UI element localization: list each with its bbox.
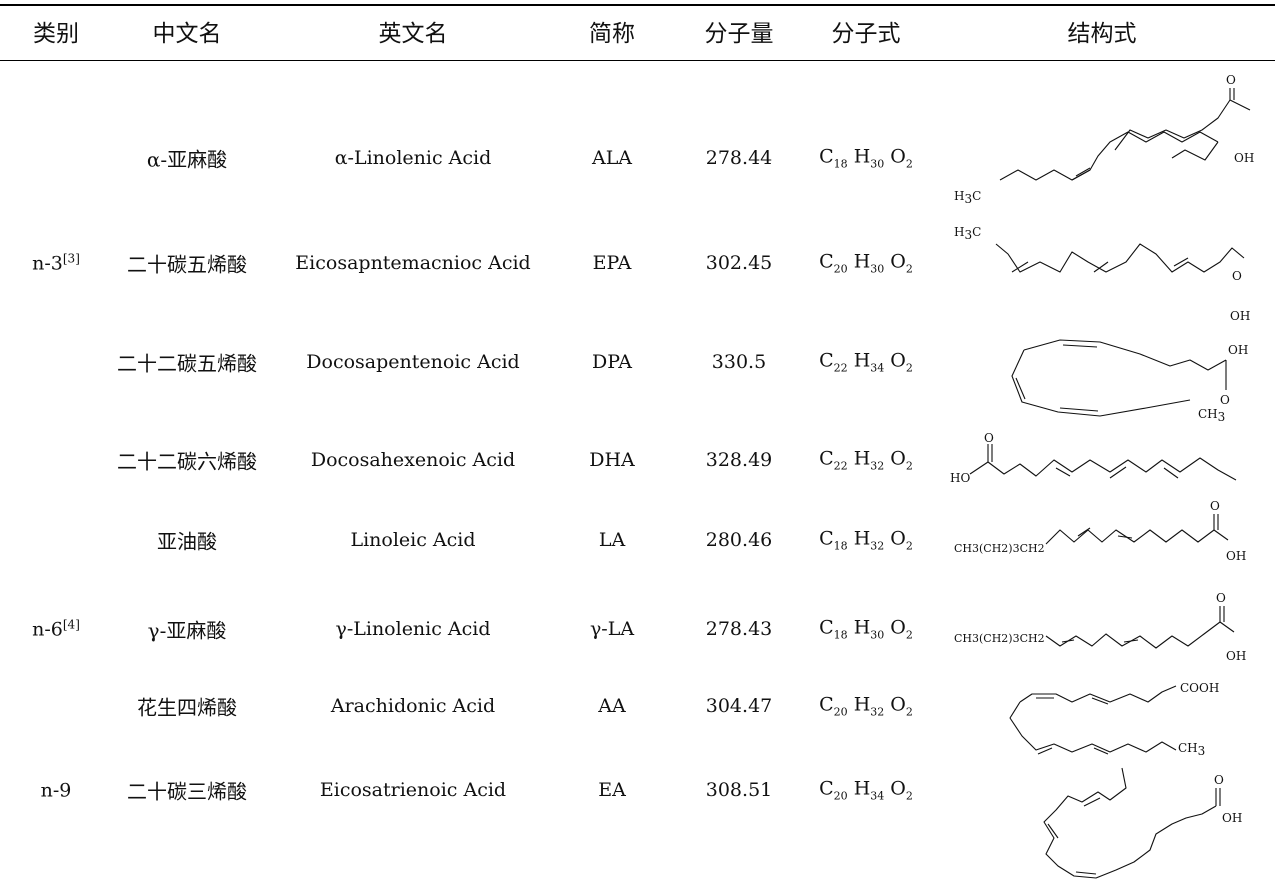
row-formula: C18 H32 O2	[819, 527, 913, 553]
row-formula: C18 H30 O2	[819, 616, 913, 642]
row-formula: C20 H34 O2	[819, 777, 913, 803]
struct-gla-chain: CH3(CH2)3CH2	[954, 632, 1045, 645]
structure-ea: O OH	[1043, 767, 1242, 879]
row-formula: C22 H32 O2	[819, 447, 913, 473]
row-abbr: EA	[598, 779, 626, 801]
structure-dpa: CH3 OH O	[1011, 339, 1248, 424]
row-en-name: γ-Linolenic Acid	[335, 618, 491, 640]
row-abbr: AA	[598, 695, 626, 717]
row-en-name: Docosapentenoic Acid	[306, 351, 520, 373]
struct-epa-o: O	[1232, 269, 1242, 283]
struct-gla-oh: OH	[1226, 649, 1246, 663]
struct-la-oh: OH	[1226, 549, 1246, 563]
struct-ea-o: O	[1214, 773, 1224, 787]
struct-ala-ch3: H3C	[954, 189, 981, 206]
row-mw: 330.5	[711, 351, 767, 373]
row-abbr: DPA	[592, 351, 632, 373]
header-formula: 分子式	[831, 21, 901, 47]
struct-aa-cooh: COOH	[1180, 681, 1219, 695]
row-abbr: γ-LA	[589, 618, 635, 640]
struct-la-o: O	[1210, 499, 1220, 513]
header-en-name: 英文名	[378, 21, 448, 47]
row-mw: 280.46	[705, 529, 773, 551]
group-label-n6: n-6[4]	[32, 617, 80, 641]
struct-ala-oh: OH	[1234, 151, 1254, 165]
structure-dha: O HO	[950, 431, 1237, 485]
struct-ala-o: O	[1226, 73, 1236, 87]
row-mw: 308.51	[705, 779, 773, 801]
row-abbr: EPA	[592, 252, 632, 274]
row-mw: 278.44	[705, 147, 773, 169]
header-mw: 分子量	[704, 21, 774, 47]
group-label-n3: n-3[3]	[32, 251, 80, 275]
struct-dpa-ch3: CH3	[1198, 407, 1225, 424]
row-mw: 328.49	[705, 449, 773, 471]
table-top-rule	[0, 4, 1275, 6]
structure-epa: H3C O OH	[954, 225, 1250, 323]
row-zh-name: 二十二碳五烯酸	[117, 351, 257, 376]
struct-epa-ch3: H3C	[954, 225, 981, 242]
row-zh-name: 花生四烯酸	[137, 695, 237, 720]
row-en-name: Linoleic Acid	[350, 529, 476, 551]
row-abbr: LA	[598, 529, 626, 551]
table-header-rule	[0, 60, 1275, 61]
row-formula: C20 H32 O2	[819, 693, 913, 719]
structure-aa: COOH CH3	[1009, 681, 1219, 758]
row-en-name: Docosahexenoic Acid	[310, 449, 516, 471]
row-formula: C22 H34 O2	[819, 349, 913, 375]
row-mw: 302.45	[705, 252, 773, 274]
header-abbr: 简称	[589, 21, 635, 47]
row-zh-name: α-亚麻酸	[146, 147, 228, 172]
group-label-n9: n-9	[40, 779, 72, 802]
row-mw: 304.47	[705, 695, 773, 717]
struct-dpa-o: O	[1220, 393, 1230, 407]
row-formula: C20 H30 O2	[819, 250, 913, 276]
struct-dha-o: O	[984, 431, 994, 445]
structure-gla: CH3(CH2)3CH2 O OH	[954, 591, 1246, 663]
struct-aa-ch3: CH3	[1178, 741, 1205, 758]
row-zh-name: γ-亚麻酸	[147, 618, 227, 643]
row-abbr: DHA	[589, 449, 635, 471]
struct-la-chain: CH3(CH2)3CH2	[954, 542, 1045, 555]
structure-ala: O OH H3C	[954, 73, 1254, 206]
row-formula: C18 H30 O2	[819, 145, 913, 171]
row-zh-name: 亚油酸	[157, 529, 217, 554]
row-en-name: α-Linolenic Acid	[334, 147, 492, 169]
struct-dha-ho: HO	[950, 471, 970, 485]
row-zh-name: 二十碳三烯酸	[127, 779, 247, 804]
struct-ea-oh: OH	[1222, 811, 1242, 825]
row-en-name: Arachidonic Acid	[330, 695, 496, 717]
row-abbr: ALA	[591, 147, 633, 169]
header-structure: 结构式	[1067, 21, 1137, 47]
row-mw: 278.43	[705, 618, 773, 640]
row-zh-name: 二十碳五烯酸	[127, 252, 247, 277]
header-category: 类别	[33, 21, 79, 47]
structure-la: CH3(CH2)3CH2 O OH	[954, 499, 1246, 563]
row-en-name: Eicosatrienoic Acid	[319, 779, 507, 801]
struct-dpa-oh: OH	[1228, 343, 1248, 357]
row-en-name: Eicosapntemacnioc Acid	[295, 252, 531, 274]
struct-gla-o: O	[1216, 591, 1226, 605]
header-zh-name: 中文名	[152, 21, 222, 47]
struct-epa-oh: OH	[1230, 309, 1250, 323]
row-zh-name: 二十二碳六烯酸	[117, 449, 257, 474]
